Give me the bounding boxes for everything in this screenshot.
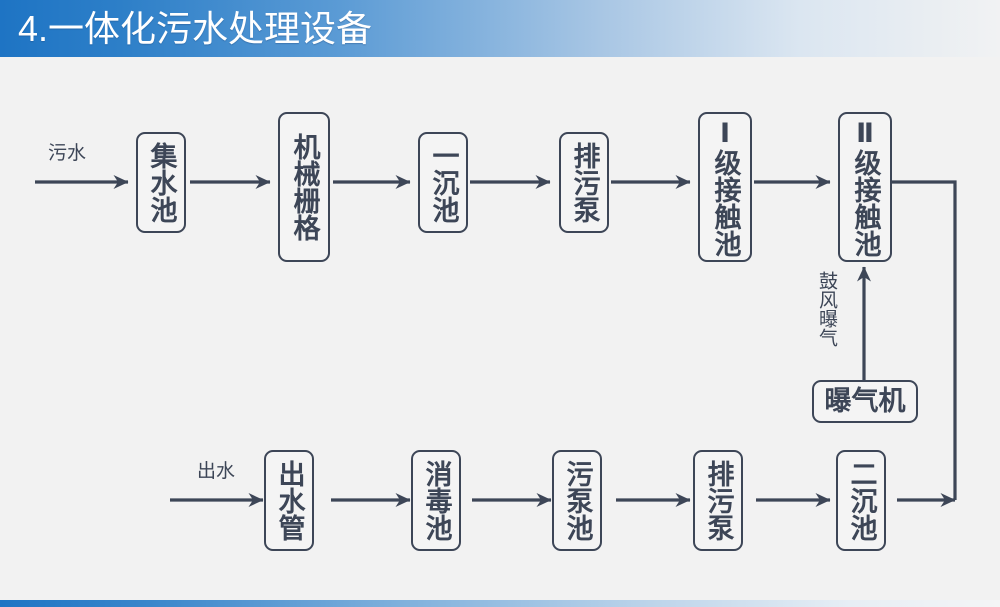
page-title: 4.一体化污水处理设备: [18, 8, 373, 49]
node-sewage-pump-top[interactable]: 排污泵: [559, 132, 609, 233]
node-aerator[interactable]: 曝气机: [812, 380, 918, 423]
node-label: 消毒池: [421, 460, 452, 541]
inlet-label: 污水: [48, 143, 87, 164]
node-contact-tank-2[interactable]: Ⅱ级接触池: [838, 112, 892, 262]
node-sewage-pump-bottom[interactable]: 排污泵: [693, 450, 743, 551]
node-label: 机械栅格: [289, 133, 320, 241]
node-collection-tank[interactable]: 集水池: [136, 132, 186, 233]
node-label: 排污泵: [569, 142, 600, 223]
node-disinfection-tank[interactable]: 消毒池: [411, 450, 461, 551]
node-label: 污泵池: [562, 460, 593, 541]
node-label: 集水池: [146, 142, 177, 223]
node-primary-sedimentation-tank[interactable]: 一沉池: [418, 132, 468, 233]
outlet-label: 出水: [197, 461, 236, 482]
node-label: 二沉池: [846, 460, 877, 541]
wire-n6-to-bottom: [890, 180, 957, 500]
node-label: Ⅰ级接触池: [710, 117, 741, 257]
node-label: Ⅱ级接触池: [850, 117, 881, 257]
node-outlet-pipe[interactable]: 出水管: [264, 450, 314, 551]
node-label: 一沉池: [428, 142, 459, 223]
flow-connectors: [35, 175, 957, 507]
node-secondary-sedimentation-tank[interactable]: 二沉池: [836, 450, 886, 551]
node-label: 曝气机: [824, 386, 906, 416]
node-mechanical-grille[interactable]: 机械栅格: [278, 112, 330, 262]
node-contact-tank-1[interactable]: Ⅰ级接触池: [698, 112, 752, 262]
process-flow-diagram: 污水 出水 鼓风曝气 集水池 机械栅格 一沉池 排污泵 Ⅰ级接触池 Ⅱ级接触池 …: [0, 57, 1000, 600]
aeration-label: 鼓风曝气: [816, 271, 837, 347]
node-label: 排污泵: [703, 460, 734, 541]
slide-header-bar: 4.一体化污水处理设备: [0, 0, 1000, 57]
slide-footer-bar: [0, 600, 1000, 607]
node-sludge-pump-tank[interactable]: 污泵池: [552, 450, 602, 551]
node-label: 出水管: [274, 460, 305, 541]
